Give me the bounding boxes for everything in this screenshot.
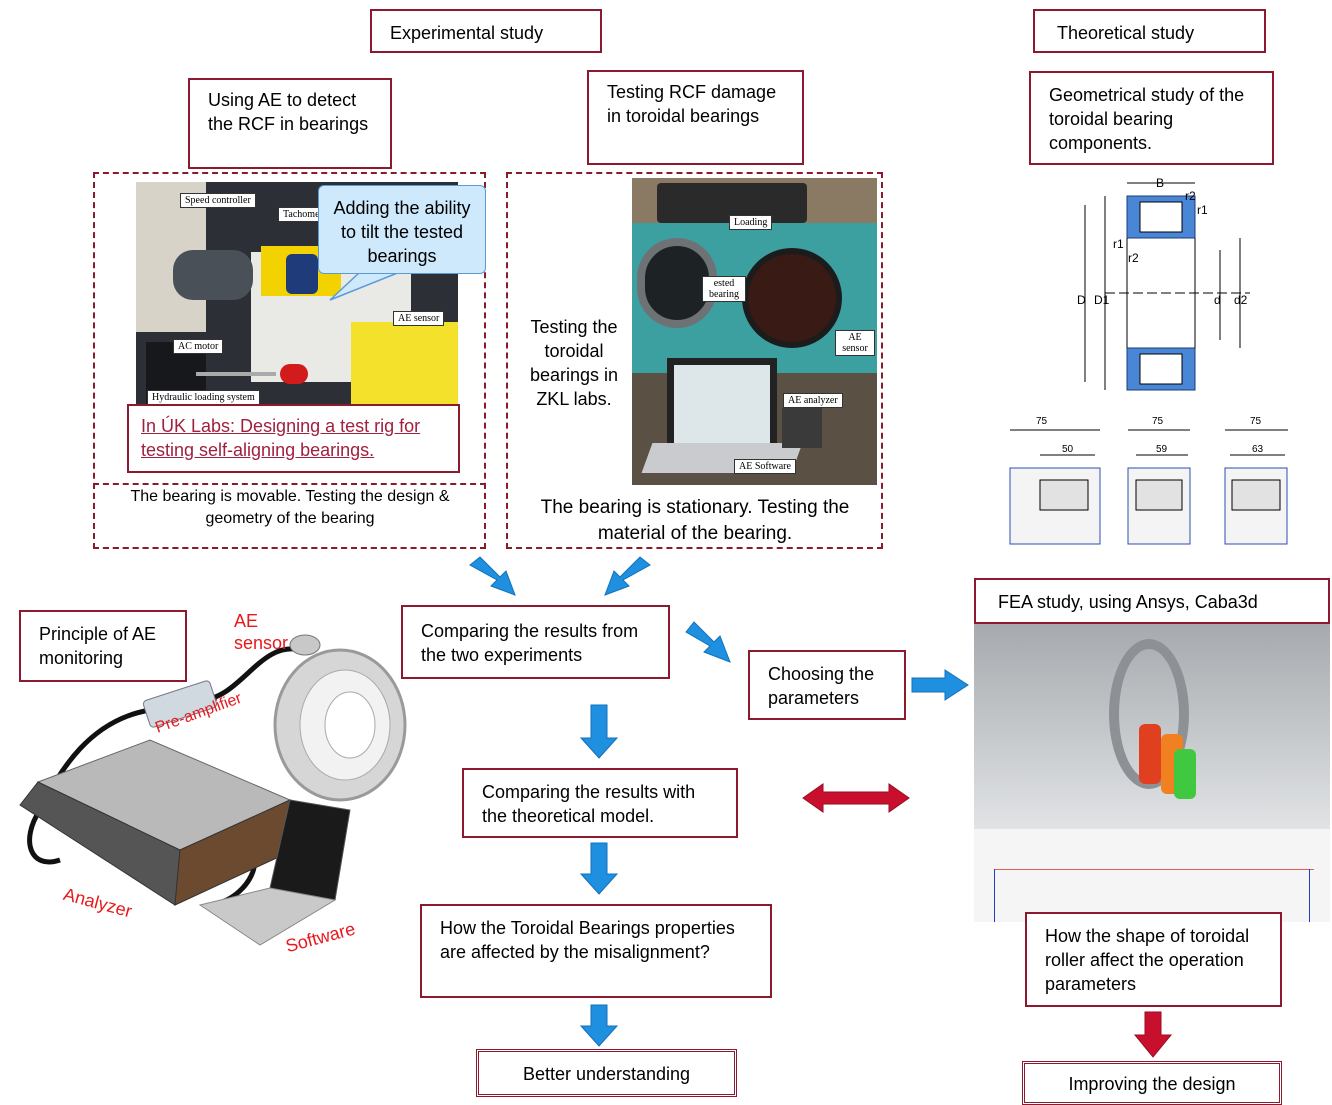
label-ae-sensor-zkl: AE sensor — [835, 330, 875, 356]
how-shape-box: How the shape of toroidal roller affect … — [1025, 912, 1282, 1007]
label-ae-sensor-rig: AE sensor — [393, 311, 445, 326]
dim-D1: D1 — [1094, 293, 1110, 307]
comparing-theory-box: Comparing the results with the theoretic… — [462, 768, 738, 838]
label-hydraulic: Hydraulic loading system — [147, 390, 260, 405]
right-caption: The bearing is stationary. Testing the m… — [540, 497, 850, 544]
uk-labs-box[interactable]: In ÚK Labs: Designing a test rig for tes… — [127, 404, 460, 473]
fea-render — [974, 624, 1330, 922]
arrow-how-to-better — [579, 1004, 619, 1047]
inner-63: 63 — [1252, 444, 1264, 455]
arrow-compare-to-choosing — [685, 621, 731, 663]
arrow-theory-to-how — [579, 842, 619, 895]
label-speed-controller: Speed controller — [180, 193, 256, 208]
left-caption: The bearing is movable. Testing the desi… — [130, 488, 450, 527]
width-75-b: 75 — [1152, 416, 1164, 427]
label-ae-software: AE Software — [734, 459, 796, 474]
fea-study-box: FEA study, using Ansys, Caba3d — [974, 578, 1330, 624]
dim-r1-left: r1 — [1113, 237, 1124, 251]
software-label: Software — [283, 918, 358, 957]
dim-D: D — [1077, 293, 1086, 307]
preamp-label: Pre-amplifier — [153, 689, 245, 737]
better-understanding-box: Better understanding — [476, 1049, 737, 1097]
width-75-c: 75 — [1250, 416, 1262, 427]
arrow-shape-to-improving — [1133, 1011, 1173, 1058]
arrow-choosing-to-fea — [911, 669, 969, 701]
geometrical-study-box: Geometrical study of the toroidal bearin… — [1029, 71, 1274, 165]
dim-d2: d2 — [1234, 293, 1248, 307]
dim-r2-top: r2 — [1185, 189, 1196, 203]
left-caption-frame — [93, 483, 486, 549]
inner-59: 59 — [1156, 444, 1168, 455]
arrow-right-to-compare — [604, 556, 651, 596]
inner-50: 50 — [1062, 444, 1074, 455]
using-ae-box: Using AE to detect the RCF in bearings — [188, 78, 392, 169]
tilt-callout: Adding the ability to tilt the tested be… — [318, 185, 486, 274]
label-ae-analyzer: AE analyzer — [783, 393, 843, 408]
dim-r1-top: r1 — [1197, 203, 1208, 217]
comparing-two-box: Comparing the results from the two exper… — [401, 605, 670, 679]
width-75-a: 75 — [1036, 416, 1048, 427]
dim-r2-left: r2 — [1128, 251, 1139, 265]
analyzer-label: Analyzer — [61, 883, 135, 922]
zkl-side-text: Testing the toroidal bearings in ZKL lab… — [529, 317, 619, 409]
how-toroidal-box: How the Toroidal Bearings properties are… — [420, 904, 772, 998]
dim-B: B — [1156, 176, 1164, 190]
arrow-bidirectional — [802, 783, 910, 813]
choosing-parameters-box: Choosing the parameters — [748, 650, 906, 720]
label-loading: Loading — [729, 215, 773, 230]
dim-d: d — [1214, 293, 1221, 307]
theoretical-study-header: Theoretical study — [1033, 9, 1266, 53]
improving-design-box: Improving the design — [1022, 1061, 1282, 1105]
label-ac-motor: AC motor — [173, 339, 224, 354]
ae-sensor-label: AE sensor — [234, 611, 289, 653]
principle-box: Principle of AE monitoring — [19, 610, 187, 682]
testing-rcf-box: Testing RCF damage in toroidal bearings — [587, 70, 804, 165]
arrow-left-to-compare — [469, 556, 516, 596]
label-tested-bearing: ested bearing — [702, 276, 746, 302]
right-experiment-frame — [506, 172, 883, 549]
experimental-study-header: Experimental study — [370, 9, 602, 53]
arrow-compare-to-theory — [579, 704, 619, 759]
